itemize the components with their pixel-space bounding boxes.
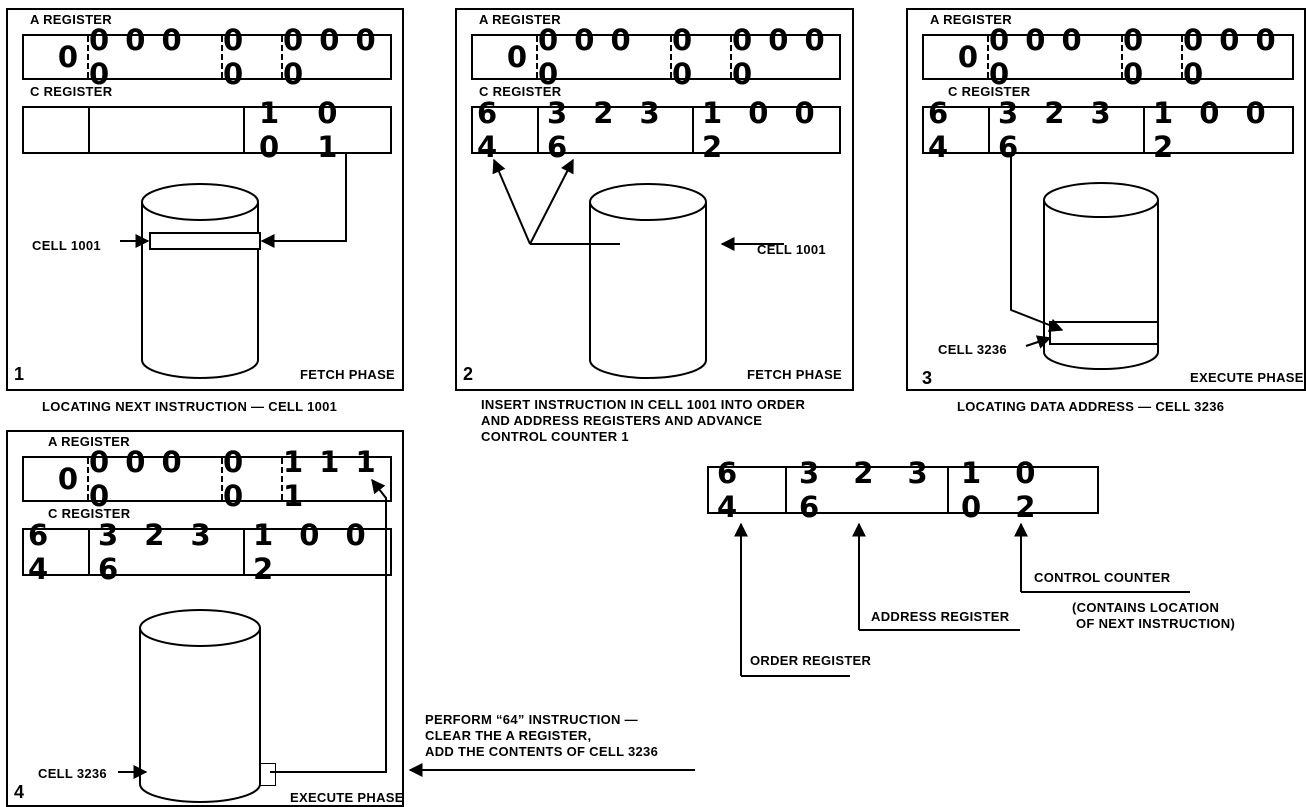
arrow-to-address-register xyxy=(530,160,573,244)
arrow-cell-to-a-register xyxy=(270,480,386,772)
arrow-counter-to-cell xyxy=(262,152,346,241)
storage-drum-2 xyxy=(590,184,706,378)
storage-drum-3 xyxy=(1044,183,1158,369)
arrow-to-order-register xyxy=(494,160,530,244)
storage-drum-4 xyxy=(140,610,260,802)
storage-drum-1 xyxy=(142,184,260,378)
